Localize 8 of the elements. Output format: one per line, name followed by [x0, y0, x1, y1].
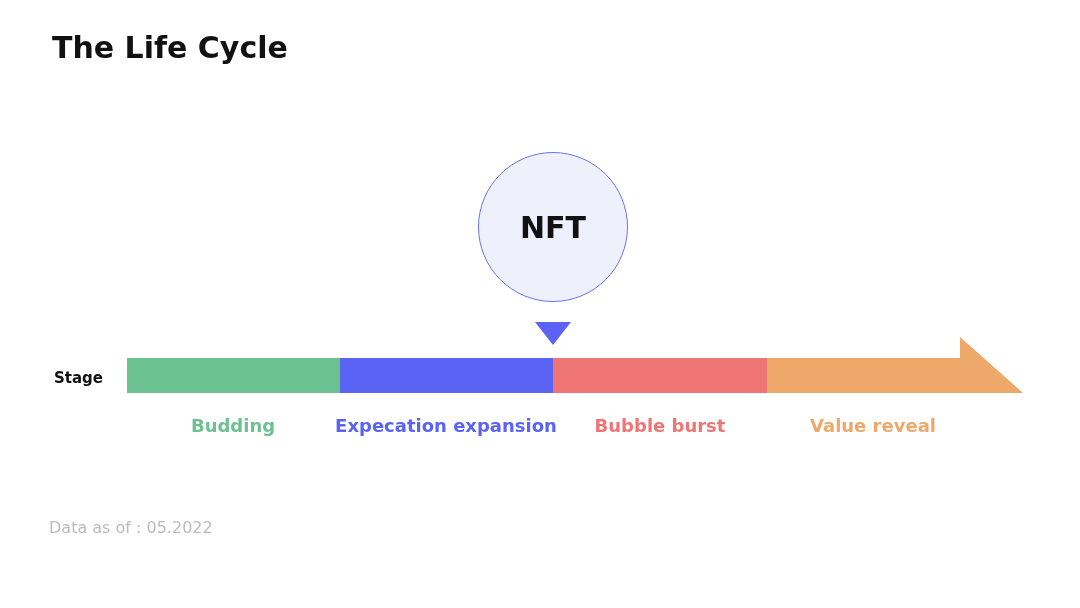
- axis-label: Stage: [54, 369, 103, 387]
- stage-label: Budding: [190, 415, 276, 436]
- stage-label: Value reveal: [810, 415, 936, 436]
- footnote: Data as of : 05.2022: [49, 518, 213, 537]
- stage-label: Bubble burst: [594, 415, 726, 436]
- stage-label: Expecation expansion: [335, 415, 557, 436]
- title: The Life Cycle: [52, 30, 288, 65]
- node-label: NFT: [519, 209, 587, 245]
